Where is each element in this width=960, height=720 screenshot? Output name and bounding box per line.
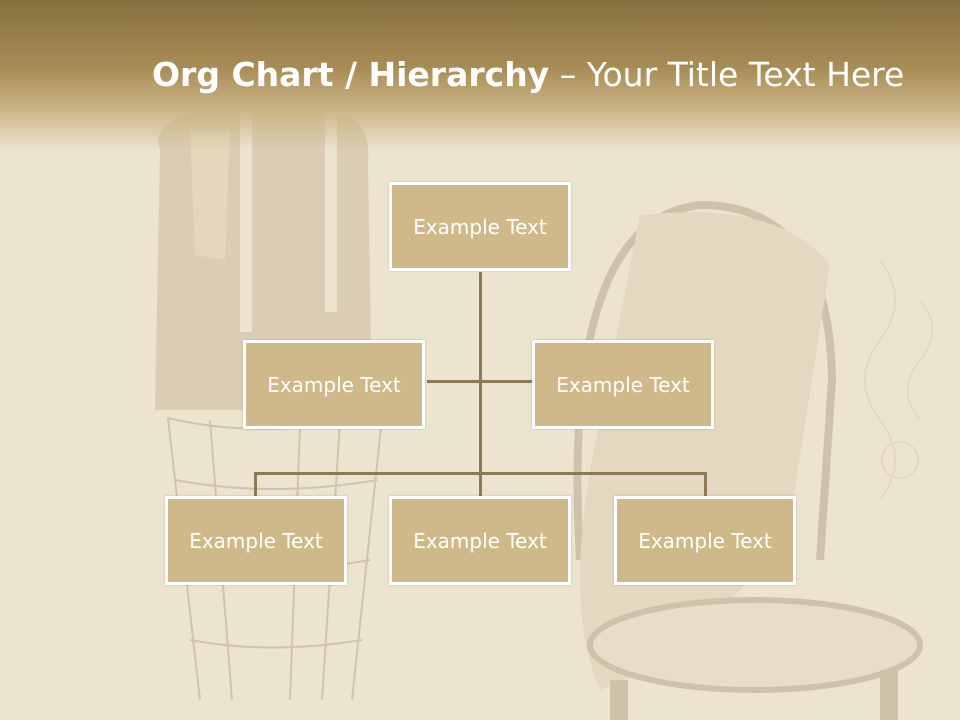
org-node-assistant-right[interactable]: Example Text <box>532 340 714 429</box>
title-regular-text: Your Title Text Here <box>586 55 905 94</box>
org-node-root[interactable]: Example Text <box>389 182 571 271</box>
title-band <box>0 0 960 150</box>
connector-root-trunk <box>479 272 482 496</box>
org-node-level2-right[interactable]: Example Text <box>614 496 796 585</box>
org-node-level2-center[interactable]: Example Text <box>389 496 571 585</box>
title-separator: – <box>549 55 587 94</box>
connector-level2-bar <box>254 472 707 475</box>
connector-level2-right-drop <box>704 472 707 496</box>
connector-assistant-bar <box>427 380 533 383</box>
org-node-level2-left[interactable]: Example Text <box>165 496 347 585</box>
org-node-assistant-left[interactable]: Example Text <box>243 340 425 429</box>
slide-title: Org Chart / Hierarchy – Your Title Text … <box>152 52 942 98</box>
title-bold-text: Org Chart / Hierarchy <box>152 55 550 94</box>
connector-level2-left-drop <box>254 472 257 496</box>
